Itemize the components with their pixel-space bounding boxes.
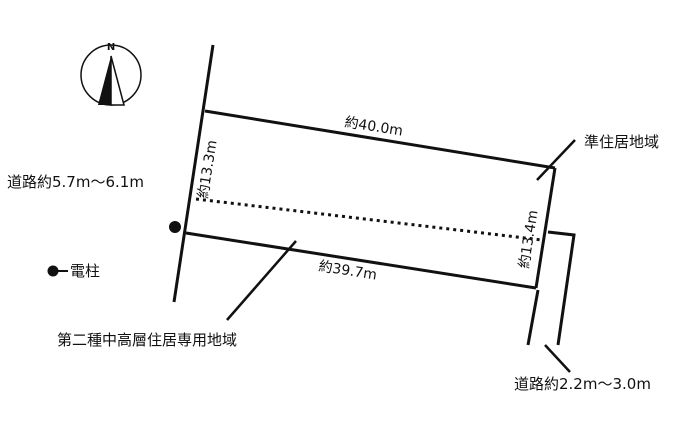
parcel-top-edge (204, 109, 556, 170)
west-road-line (172, 44, 215, 303)
parcel-bottom-edge (185, 231, 537, 290)
southeast-road-edge (547, 230, 576, 346)
southeast-road-inner-line (526, 289, 540, 346)
zone-boundary-line (195, 197, 543, 242)
parcel-outline (185, 109, 557, 290)
northeast-zone-label: 準住居地域 (584, 133, 659, 151)
west-road-label: 道路約5.7m～6.1m (7, 173, 144, 191)
compass-north-label: N (107, 42, 115, 53)
compass-needle-light (110, 55, 125, 106)
compass-needle-dark (98, 56, 111, 105)
southeast-road (526, 230, 576, 346)
southwest-zone-leader (226, 240, 297, 321)
northeast-zone-leader (536, 139, 576, 181)
legend-pole-icon (47, 265, 59, 277)
utility-pole-marker (169, 221, 181, 233)
legend: 電柱 (47, 262, 100, 280)
north-compass: N (80, 42, 142, 106)
southwest-zone-label: 第二種中高層住居専用地域 (57, 331, 237, 349)
southeast-road-label: 道路約2.2m～3.0m (514, 375, 651, 393)
parcel-right-edge (534, 167, 557, 289)
left-dimension-label: 約13.3m (196, 139, 221, 200)
legend-pole-label: 電柱 (70, 262, 100, 280)
southeast-road-leader (544, 344, 571, 373)
